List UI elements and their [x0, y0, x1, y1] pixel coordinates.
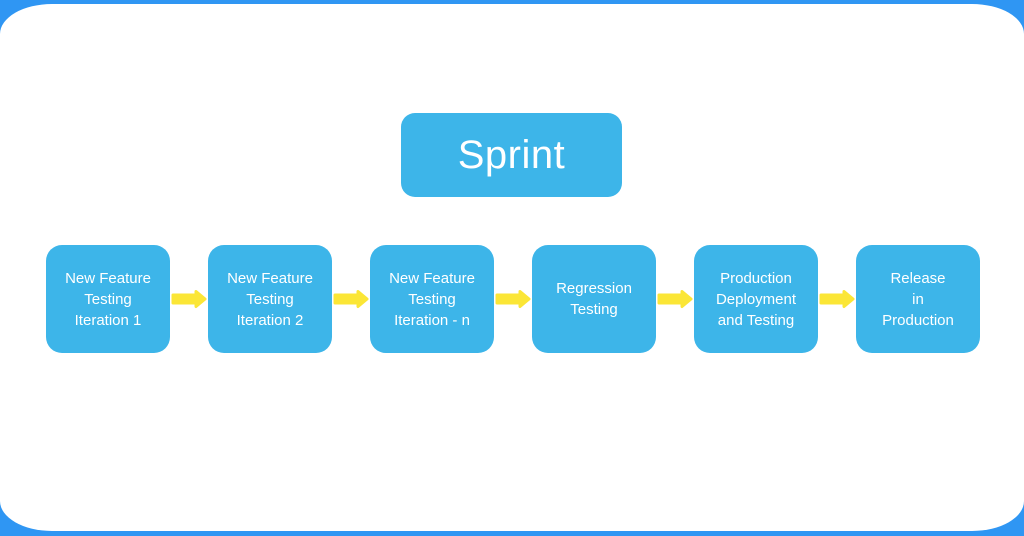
- sprint-node: Sprint: [401, 113, 622, 197]
- flow-node-label: New Feature Testing Iteration 2: [227, 269, 313, 329]
- flow-arrow-icon: [170, 245, 208, 353]
- flow-node-label: Production Deployment and Testing: [715, 269, 797, 329]
- flow-arrow-icon: [332, 245, 370, 353]
- flow-node-production-deployment-and-testing: Production Deployment and Testing: [694, 245, 818, 353]
- flow-node-new-feature-testing-iteration-1: New Feature Testing Iteration 1: [46, 245, 170, 353]
- flow-node-new-feature-testing-iteration-n: New Feature Testing Iteration - n: [370, 245, 494, 353]
- sprint-label: Sprint: [457, 132, 566, 177]
- flow-node-label: New Feature Testing Iteration - n: [389, 269, 475, 329]
- flow-node-regression-testing: Regression Testing: [532, 245, 656, 353]
- flow-node-new-feature-testing-iteration-2: New Feature Testing Iteration 2: [208, 245, 332, 353]
- diagram-card: Sprint New Feature Testing Iteration 1 N…: [0, 4, 1024, 531]
- flow-node-label: Regression Testing: [556, 280, 632, 318]
- flow-arrow-icon: [818, 245, 856, 353]
- flow-arrow-icon: [494, 245, 532, 353]
- flow-node-release-in-production: Release in Production: [856, 245, 980, 353]
- flow-node-label: New Feature Testing Iteration 1: [65, 269, 151, 329]
- flow-arrow-icon: [656, 245, 694, 353]
- flow-node-label: Release in Production: [882, 269, 954, 329]
- flow-row: New Feature Testing Iteration 1 New Feat…: [46, 245, 980, 353]
